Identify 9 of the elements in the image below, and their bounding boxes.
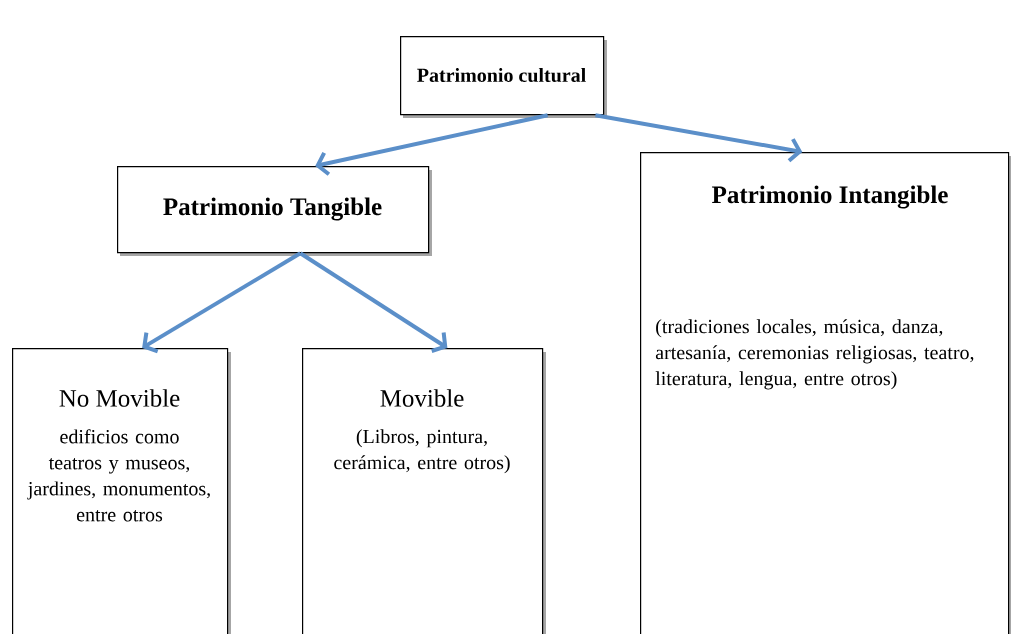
box: Movible (Libros, pintura, cerámica, entre otros) [302,348,546,634]
box: No Movible edificios como teatros y museos, jardines, monumentos, entre otros [12,348,231,634]
box: Patrimonio Tangible [117,166,432,256]
arrow [142,251,302,354]
box: Patrimonio cultural [400,36,607,118]
box: Patrimonio Intangible (tradiciones locales, música, danza, artesanía, ceremonias religiosas, teatro, literatura, lengua, entre otros) [640,152,1011,634]
arrow [299,251,448,353]
arrow [315,113,549,176]
arrow [595,113,803,163]
